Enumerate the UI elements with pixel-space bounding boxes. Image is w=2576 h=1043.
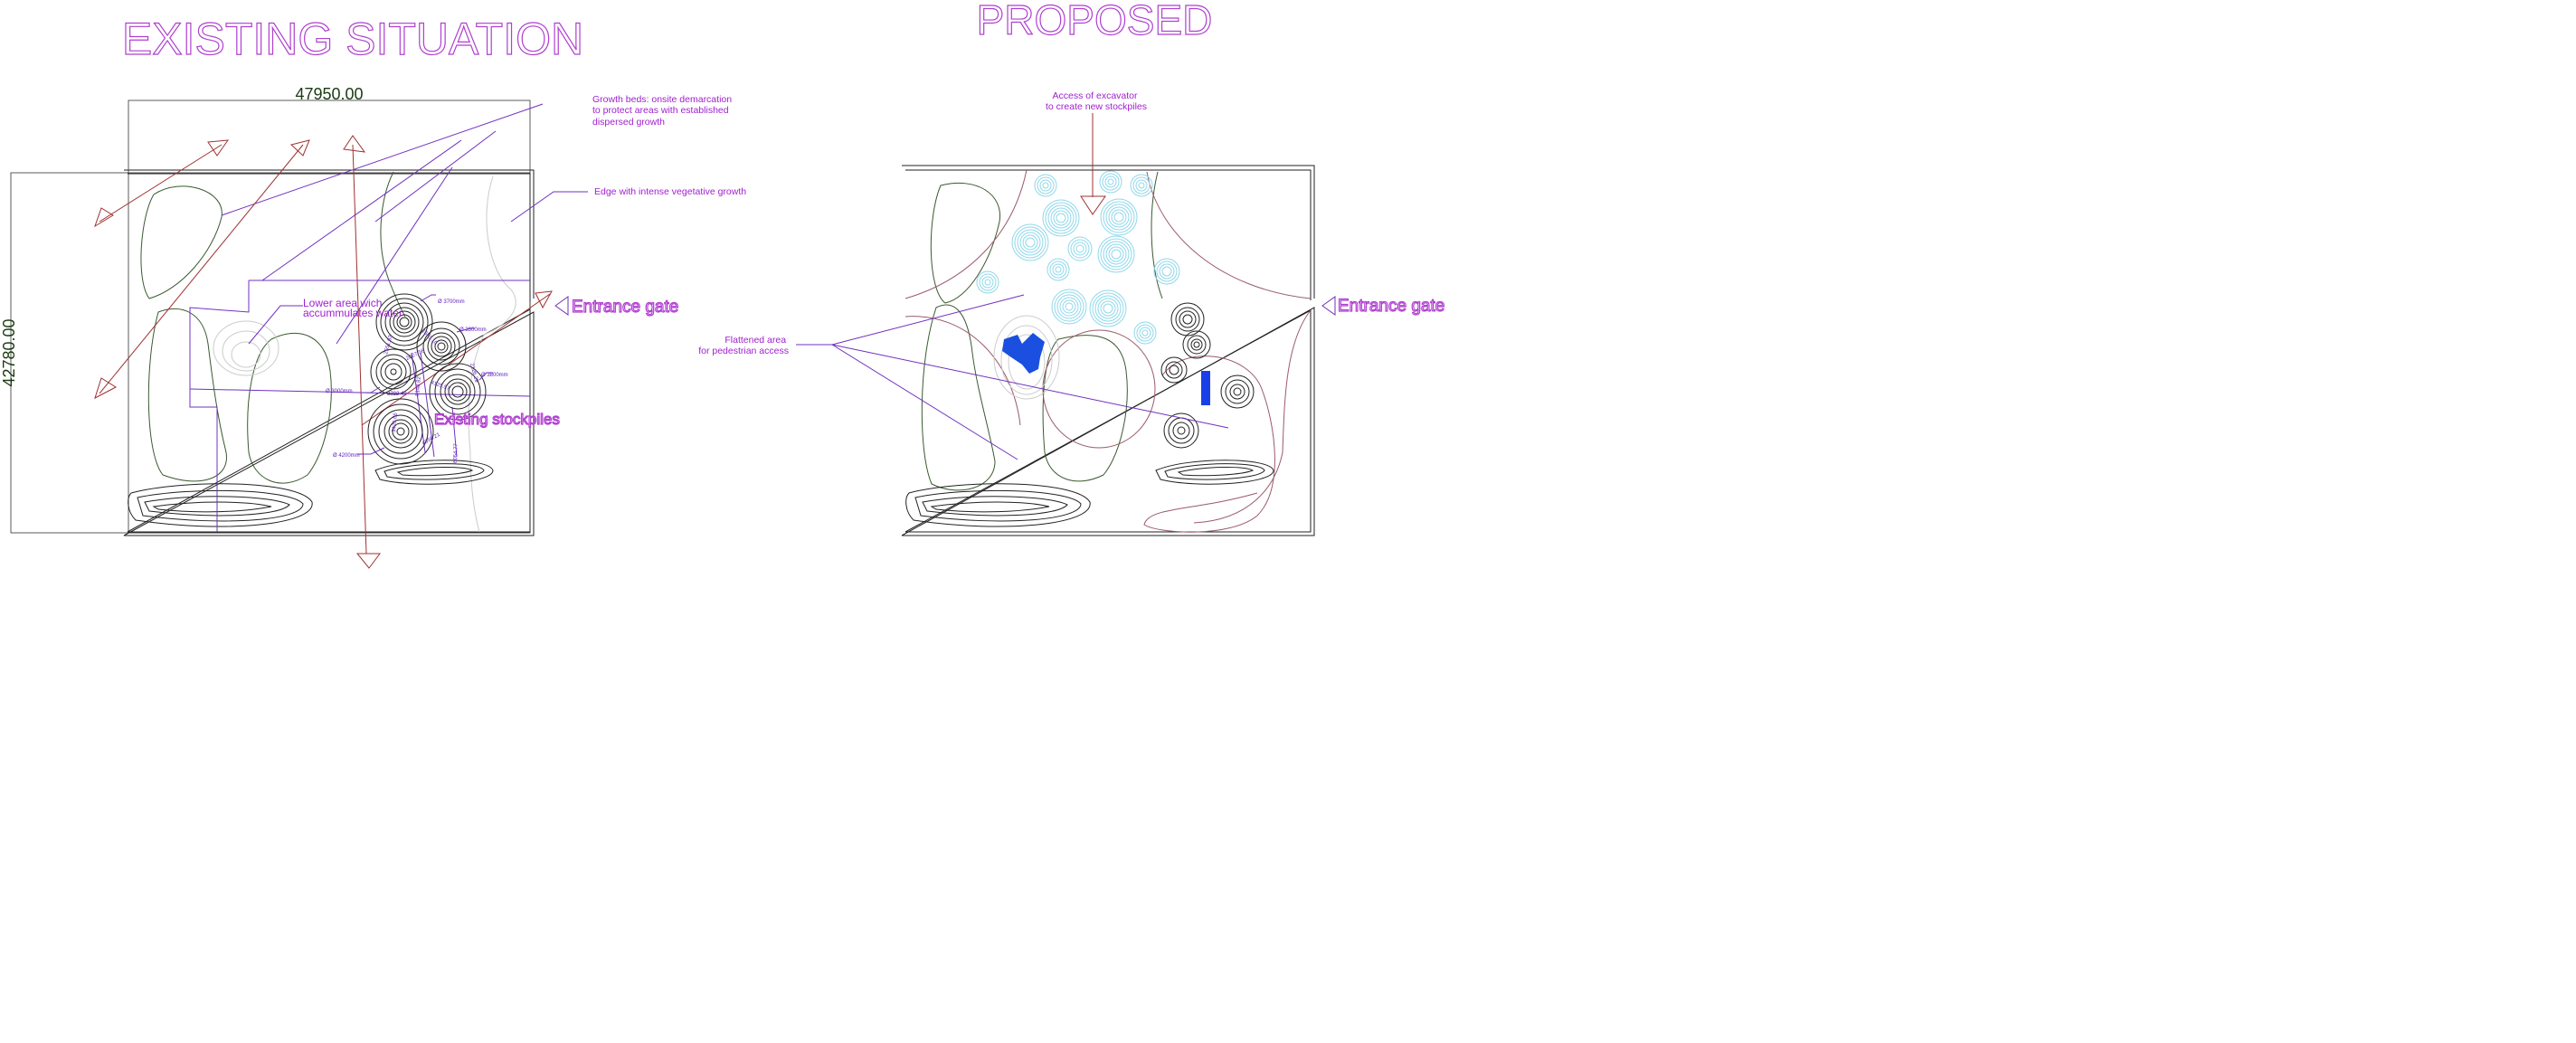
site-boundary [123,169,535,536]
movement-arrows [94,135,553,569]
distance-label: 2027.56 [405,348,426,362]
distance-label: 6054.77 [453,443,459,464]
growth-bed [921,304,996,491]
low-area-contours [213,320,279,376]
stockpile [367,398,434,465]
stockpile [416,321,467,372]
new-stockpile [976,270,999,294]
distance-label: 8148.82 [415,375,422,396]
flattened-area-annotation: Flattened area for pedestrian access [698,335,789,356]
long-mound [905,483,1091,527]
height-dimension: 42780.00 [0,318,18,386]
stockpile [1220,375,1255,409]
new-stockpile [1011,223,1049,261]
new-stockpile [1130,174,1153,197]
growth-bed [247,332,332,484]
stockpile-diameter: Ø 3300mm [459,327,487,333]
stockpile [429,363,487,421]
width-dimension: 47950.00 [295,85,363,103]
stockpile [1170,302,1205,337]
low-area-contours [993,315,1060,400]
new-stockpile [1133,321,1157,345]
stockpile-diameter: Ø 3800mm [481,373,508,378]
entrance-gate-label: Entrance gate [572,298,678,317]
new-stockpile [1067,236,1093,261]
growth-beds-annotation: Growth beds: onsite demarcation to prote… [592,94,734,128]
proposed-title: PROPOSED [977,0,1213,43]
new-stockpile [1051,289,1087,325]
stockpile-diameter: Ø 3000mm [326,389,353,394]
excavator-arrow-head [1080,195,1106,215]
existing-title: EXISTING SITUATION [122,14,583,64]
entrance-gate-arrow [1321,296,1336,316]
excavator-annotation: Access of excavator to create new stockp… [1046,90,1147,112]
new-stockpile [1034,174,1057,197]
access-route [904,169,1028,299]
new-stockpile [1042,199,1080,237]
new-stockpile [1097,235,1135,273]
existing-plan: 47950.00 42780.00 [0,85,746,569]
lower-area-annotation: Lower area wich accummulates water [303,297,402,319]
flattened-area-leaders [796,294,1229,460]
entrance-gate-label: Entrance gate [1338,297,1444,316]
stockpile [370,348,417,395]
stockpile [1182,330,1211,359]
equipment-marker [1201,371,1210,405]
long-mound [1155,460,1274,485]
stockpile [1160,356,1188,384]
new-stockpile [1046,258,1070,281]
vegetation-edge-annotation: Edge with intense vegetative growth [594,186,746,197]
growth-bed [147,308,227,482]
new-stockpile [1089,289,1127,327]
long-mound [128,483,313,527]
long-mound [374,460,494,485]
proposed-plan: Access of excavator to create new stockp… [698,90,1445,536]
stockpile [1163,412,1199,449]
new-stockpiles [976,170,1180,345]
stockpile [375,293,433,351]
dimension-lines [189,103,588,532]
distance-label: 1673.10 [421,328,439,346]
growth-bed [1042,335,1128,482]
entrance-gate-arrow [554,296,569,316]
distance-label: 3426.66 [392,412,399,432]
new-stockpile [1099,170,1122,194]
water-body [1002,333,1045,374]
new-stockpile [1153,258,1180,285]
stockpile-diameter: Ø 4200mm [333,453,360,459]
existing-stockpiles-label: Existing stockpiles [434,411,560,428]
distance-label: 2126.29 [469,363,479,384]
vegetation-edge [468,175,516,533]
distance-label: 3702.48 [387,392,407,397]
growth-bed [930,182,1001,304]
stockpile-diameter: Ø 3700mm [438,299,465,305]
new-stockpile [1100,198,1138,236]
site-boundary [901,165,1315,536]
distance-label: 2551.63 [384,334,394,355]
growth-bed [140,185,223,299]
